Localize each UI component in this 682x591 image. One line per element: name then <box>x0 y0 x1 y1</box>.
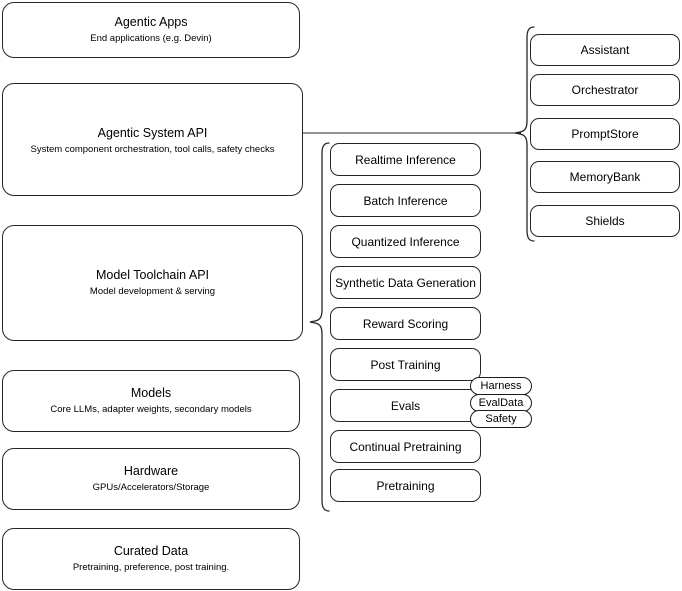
pill-evaldata[interactable]: EvalData <box>470 394 532 412</box>
component-shields[interactable]: Shields <box>530 205 680 237</box>
component-assistant[interactable]: Assistant <box>530 34 680 66</box>
layer-subtitle: Core LLMs, adapter weights, secondary mo… <box>50 404 252 415</box>
component-label: Shields <box>585 214 625 228</box>
component-promptstore[interactable]: PromptStore <box>530 118 680 150</box>
layer-subtitle: System component orchestration, tool cal… <box>30 144 275 155</box>
layer-title: Model Toolchain API <box>95 268 210 282</box>
layer-agentic-apps[interactable]: Agentic Apps End applications (e.g. Devi… <box>2 2 300 58</box>
layer-title: Curated Data <box>113 544 189 558</box>
capability-evals[interactable]: Evals <box>330 389 481 422</box>
capability-label: Batch Inference <box>363 193 448 208</box>
layer-title: Agentic Apps <box>114 15 188 29</box>
capability-continual-pretraining[interactable]: Continual Pretraining <box>330 430 481 463</box>
capability-label: Realtime Inference <box>355 152 456 167</box>
pill-label: Safety <box>485 413 517 425</box>
layer-subtitle: End applications (e.g. Devin) <box>90 33 212 44</box>
capability-realtime-inference[interactable]: Realtime Inference <box>330 143 481 176</box>
component-orchestrator[interactable]: Orchestrator <box>530 74 680 106</box>
component-memorybank[interactable]: MemoryBank <box>530 161 680 193</box>
component-label: MemoryBank <box>569 170 641 184</box>
layer-title: Models <box>130 386 172 400</box>
layer-agentic-system-api[interactable]: Agentic System API System component orch… <box>2 83 303 196</box>
layer-subtitle: Model development & serving <box>89 286 216 297</box>
capability-label: Pretraining <box>376 478 435 493</box>
capability-batch-inference[interactable]: Batch Inference <box>330 184 481 217</box>
capability-synthetic-data-generation[interactable]: Synthetic Data Generation <box>330 266 481 299</box>
bracket-model-toolchain <box>303 140 333 518</box>
pill-label: EvalData <box>478 397 524 409</box>
pill-harness[interactable]: Harness <box>470 377 532 395</box>
capability-quantized-inference[interactable]: Quantized Inference <box>330 225 481 258</box>
capability-label: Post Training <box>370 357 441 372</box>
layer-title: Agentic System API <box>97 126 208 140</box>
pill-label: Harness <box>480 380 522 392</box>
capability-reward-scoring[interactable]: Reward Scoring <box>330 307 481 340</box>
capability-pretraining[interactable]: Pretraining <box>330 469 481 502</box>
pill-safety[interactable]: Safety <box>470 410 532 428</box>
capability-label: Continual Pretraining <box>349 439 462 454</box>
layer-curated-data[interactable]: Curated Data Pretraining, preference, po… <box>2 528 300 590</box>
layer-subtitle: GPUs/Accelerators/Storage <box>92 482 210 493</box>
capability-label: Quantized Inference <box>351 234 460 249</box>
layer-subtitle: Pretraining, preference, post training. <box>72 562 230 573</box>
layer-model-toolchain-api[interactable]: Model Toolchain API Model development & … <box>2 225 303 341</box>
layer-title: Hardware <box>123 464 179 478</box>
component-label: PromptStore <box>571 127 639 141</box>
capability-label: Synthetic Data Generation <box>335 275 476 290</box>
component-label: Assistant <box>580 43 630 57</box>
component-label: Orchestrator <box>571 83 639 97</box>
capability-post-training[interactable]: Post Training <box>330 348 481 381</box>
capability-label: Reward Scoring <box>362 316 449 331</box>
capability-label: Evals <box>390 398 421 413</box>
bracket-agentic-system <box>512 24 538 248</box>
layer-hardware[interactable]: Hardware GPUs/Accelerators/Storage <box>2 448 300 510</box>
layer-models[interactable]: Models Core LLMs, adapter weights, secon… <box>2 370 300 432</box>
connector-line-agentic-system-api <box>303 128 525 138</box>
